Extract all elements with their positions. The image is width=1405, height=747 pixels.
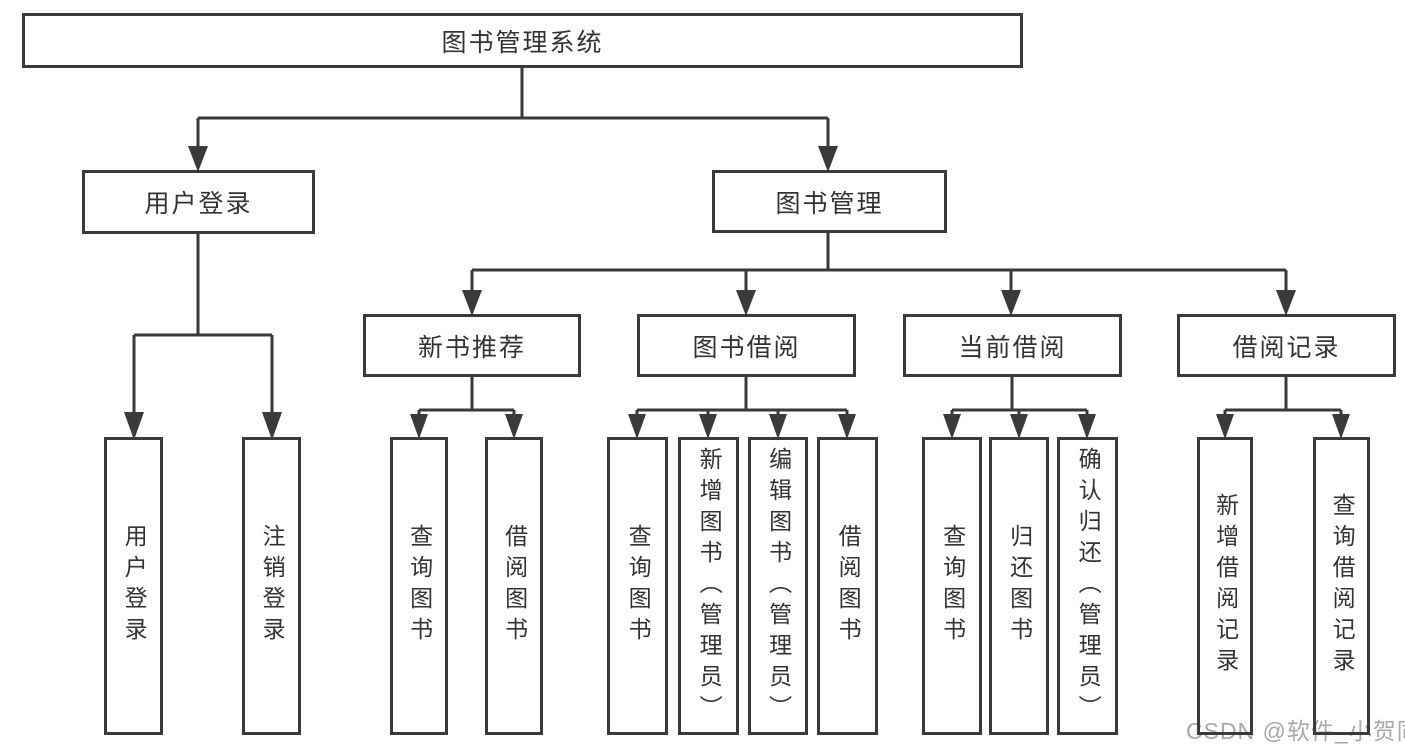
leaf-add-borrow-record: 新增借阅记录 [1197,437,1253,735]
leaf-label: 查询借阅记录 [1329,493,1356,679]
node-book-borrowing: 图书借阅 [637,314,856,377]
node-new-book-recommend: 新书推荐 [363,314,581,377]
arrow-icon [1276,290,1296,316]
node-borrowing-records: 借阅记录 [1177,314,1396,377]
leaf-edit-book-admin: 编辑图书（管理员） [748,437,808,735]
node-label: 图书管理系统 [441,28,604,57]
arrow-icon [838,414,856,439]
leaf-label: 确认归还（管理员） [1075,446,1102,726]
arrow-icon [628,414,646,439]
leaf-label: 借阅图书 [835,524,862,648]
leaf-label: 新增借阅记录 [1212,493,1239,679]
connector-root-to-level2 [196,68,830,150]
arrow-icon [505,414,523,439]
arrow-icon [1216,414,1234,439]
arrow-icon [818,146,838,172]
leaf-query-borrow-record: 查询借阅记录 [1313,437,1370,735]
leaf-user-login: 用户登录 [104,437,163,735]
node-current-borrowing: 当前借阅 [903,314,1122,377]
arrow-icon [1010,414,1028,439]
leaf-borrow-books-borrowing: 借阅图书 [817,437,878,735]
leaf-label: 编辑图书（管理员） [765,446,792,726]
connector-borrowing-to-leaves [635,377,849,417]
leaf-label: 查询图书 [406,524,433,648]
node-label: 新书推荐 [417,333,526,362]
leaf-label: 归还图书 [1006,524,1033,648]
leaf-label: 注销登录 [259,524,286,648]
arrow-icon [769,414,787,439]
leaf-label: 查询图书 [625,524,652,648]
node-user-login: 用户登录 [82,170,315,234]
node-label: 图书管理 [775,189,884,218]
leaf-add-book-admin: 新增图书（管理员） [678,437,739,735]
leaf-query-books-recommend: 查询图书 [390,437,448,735]
leaf-label: 借阅图书 [501,524,528,648]
leaf-borrow-books-recommend: 借阅图书 [485,437,543,735]
connector-new-book-to-leaves [417,377,516,417]
node-label: 当前借阅 [958,333,1067,362]
leaf-logout: 注销登录 [242,437,301,735]
arrow-icon [188,146,208,172]
node-book-management: 图书管理 [712,170,947,233]
connector-user-login-to-leaves [132,234,274,416]
arrow-icon [1078,414,1096,439]
connector-book-management-to-level3 [470,233,1288,294]
arrow-icon [1332,414,1350,439]
arrow-icon [262,412,282,440]
arrow-icon [1001,290,1021,316]
leaf-query-books-borrowing: 查询图书 [607,437,668,735]
node-label: 借阅记录 [1232,333,1341,362]
arrow-icon [943,414,961,439]
csdn-watermark: CSDN @软件_小贺同学 [1186,718,1405,744]
leaf-label: 查询图书 [939,524,966,648]
node-label: 用户登录 [144,190,253,218]
leaf-label: 用户登录 [121,524,148,648]
connector-records-to-leaves [1223,377,1343,417]
arrowheads [124,146,1350,440]
arrow-icon [124,412,144,440]
arrow-icon [462,290,482,316]
arrow-icon [410,414,428,439]
node-library-management-system: 图书管理系统 [22,13,1023,68]
arrow-icon [699,414,717,439]
connector-current-to-leaves [950,377,1089,417]
leaf-return-books: 归还图书 [989,437,1049,735]
leaf-query-books-current: 查询图书 [922,437,982,735]
leaf-label: 新增图书（管理员） [696,446,723,726]
arrow-icon [736,290,756,316]
leaf-confirm-return-admin: 确认归还（管理员） [1057,437,1118,735]
node-label: 图书借阅 [692,333,801,362]
